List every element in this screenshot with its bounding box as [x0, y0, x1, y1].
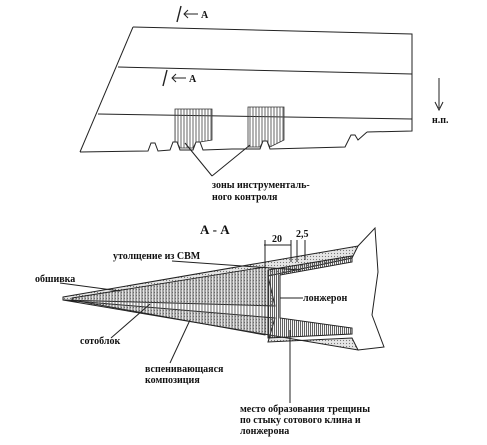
section-mark-1: А	[201, 10, 209, 21]
panel-trailing-edge	[79, 131, 368, 153]
section-mark-2: А	[189, 74, 197, 85]
label-crack-line-1: место образования трещины	[240, 404, 370, 415]
label-honeycomb: сотоблок	[80, 336, 120, 347]
section-cut-line-2	[162, 69, 168, 87]
leader-thickening	[171, 260, 301, 271]
label-foam-line-1: вспенивающаяся	[145, 364, 224, 375]
section-view: А - А 20 2,5 утолщение из СВМ обшивка ло…	[35, 222, 385, 437]
zones-label-line-1: зоны инструменталь-	[212, 180, 310, 191]
panel-outline	[132, 26, 413, 133]
leader-foam	[169, 319, 191, 364]
label-crack-line-3: лонжерона	[240, 426, 289, 437]
spar	[267, 255, 353, 339]
dim-25: 2,5	[296, 229, 309, 240]
top-view: А А н.п. зоны инструменталь- ного контро…	[79, 5, 449, 203]
section-break-line	[357, 226, 385, 351]
honeycomb-wedge	[71, 266, 266, 336]
leader-honeycomb	[110, 303, 151, 339]
panel-leading-edge	[79, 26, 134, 153]
label-crack-line-2: по стыку сотового клина и	[240, 415, 361, 426]
leader-skin	[59, 282, 121, 292]
zone-leader-2	[211, 144, 251, 177]
zones-label-line-2: ного контроля	[212, 192, 278, 203]
section-arrowhead-2	[171, 73, 177, 83]
control-zone-2	[247, 106, 285, 148]
direction-label: н.п.	[432, 115, 449, 126]
section-cut-line-1	[176, 5, 182, 23]
dim-20: 20	[272, 234, 282, 245]
label-thickening: утолщение из СВМ	[113, 251, 201, 262]
section-title: А - А	[200, 222, 230, 237]
label-skin: обшивка	[35, 274, 75, 285]
zone-leader-1	[184, 142, 213, 177]
control-zone-1	[174, 108, 213, 149]
label-spar: лонжерон	[303, 293, 347, 304]
direction-arrowhead	[434, 101, 444, 112]
panel-stripe-1	[117, 66, 413, 75]
section-arrowhead-1	[183, 9, 189, 19]
label-foam-line-2: композиция	[145, 375, 200, 386]
